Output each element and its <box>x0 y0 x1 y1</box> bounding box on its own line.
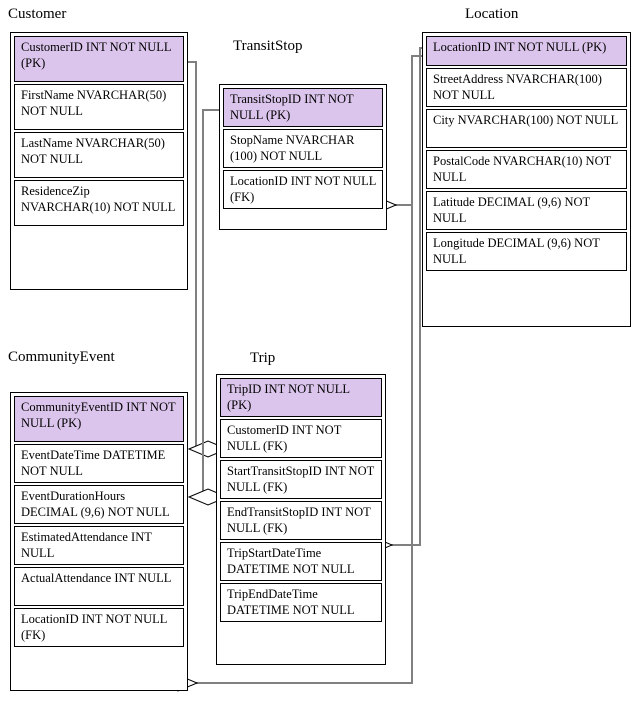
attribute-location-3[interactable]: PostalCode NVARCHAR(10) NOT NULL <box>426 150 627 189</box>
primary-key-attribute-customer-0[interactable]: CustomerID INT NOT NULL (PK) <box>14 36 184 82</box>
relationship-line-customer-trip <box>188 61 216 450</box>
primary-key-attribute-communityevent-0[interactable]: CommunityEventID INT NOT NULL (PK) <box>14 396 184 442</box>
attribute-trip-1[interactable]: CustomerID INT NOT NULL (FK) <box>220 419 382 458</box>
relationship-line-location-transitstop <box>387 55 422 206</box>
attribute-trip-3[interactable]: EndTransitStopID INT NOT NULL (FK) <box>220 501 382 540</box>
attribute-transitstop-2[interactable]: LocationID INT NOT NULL (FK) <box>223 170 383 209</box>
primary-key-attribute-location-0[interactable]: LocationID INT NOT NULL (PK) <box>426 36 627 66</box>
entity-title-transitstop: TransitStop <box>233 38 303 54</box>
attribute-customer-1[interactable]: FirstName NVARCHAR(50) NOT NULL <box>14 84 184 130</box>
attribute-communityevent-1[interactable]: EventDateTime DATETIME NOT NULL <box>14 444 184 483</box>
attribute-location-5[interactable]: Longitude DECIMAL (9,6) NOT NULL <box>426 232 627 271</box>
entity-title-communityevent: CommunityEvent <box>8 349 115 365</box>
attribute-communityevent-5[interactable]: LocationID INT NOT NULL (FK) <box>14 608 184 647</box>
entity-box-location[interactable]: LocationID INT NOT NULL (PK)StreetAddres… <box>422 32 631 327</box>
entity-box-trip[interactable]: TripID INT NOT NULL (PK)CustomerID INT N… <box>216 374 386 665</box>
attribute-location-1[interactable]: StreetAddress NVARCHAR(100) NOT NULL <box>426 68 627 107</box>
attribute-customer-3[interactable]: ResidenceZip NVARCHAR(10) NOT NULL <box>14 180 184 226</box>
entity-box-communityevent[interactable]: CommunityEventID INT NOT NULL (PK)EventD… <box>10 392 188 691</box>
attribute-communityevent-4[interactable]: ActualAttendance INT NULL <box>14 567 184 606</box>
attribute-location-2[interactable]: City NVARCHAR(100) NOT NULL <box>426 109 627 148</box>
primary-key-attribute-trip-0[interactable]: TripID INT NOT NULL (PK) <box>220 378 382 417</box>
entity-box-customer[interactable]: CustomerID INT NOT NULL (PK)FirstName NV… <box>10 32 188 290</box>
attribute-trip-4[interactable]: TripStartDateTime DATETIME NOT NULL <box>220 542 382 581</box>
entity-title-customer: Customer <box>8 6 67 22</box>
attribute-communityevent-2[interactable]: EventDurationHours DECIMAL (9,6) NOT NUL… <box>14 485 184 524</box>
attribute-location-4[interactable]: Latitude DECIMAL (9,6) NOT NULL <box>426 191 627 230</box>
attribute-trip-5[interactable]: TripEndDateTime DATETIME NOT NULL <box>220 583 382 622</box>
attribute-communityevent-3[interactable]: EstimatedAttendance INT NULL <box>14 526 184 565</box>
entity-box-transitstop[interactable]: TransitStopID INT NOT NULL (PK)StopName … <box>219 84 387 230</box>
primary-key-attribute-transitstop-0[interactable]: TransitStopID INT NOT NULL (PK) <box>223 88 383 127</box>
attribute-transitstop-1[interactable]: StopName NVARCHAR (100) NOT NULL <box>223 129 383 168</box>
attribute-customer-2[interactable]: LastName NVARCHAR(50) NOT NULL <box>14 132 184 178</box>
entity-title-location: Location <box>465 6 519 22</box>
relationship-line-location-trip-end <box>386 47 422 546</box>
entity-title-trip: Trip <box>250 350 276 366</box>
attribute-trip-2[interactable]: StartTransitStopID INT NOT NULL (FK) <box>220 460 382 499</box>
